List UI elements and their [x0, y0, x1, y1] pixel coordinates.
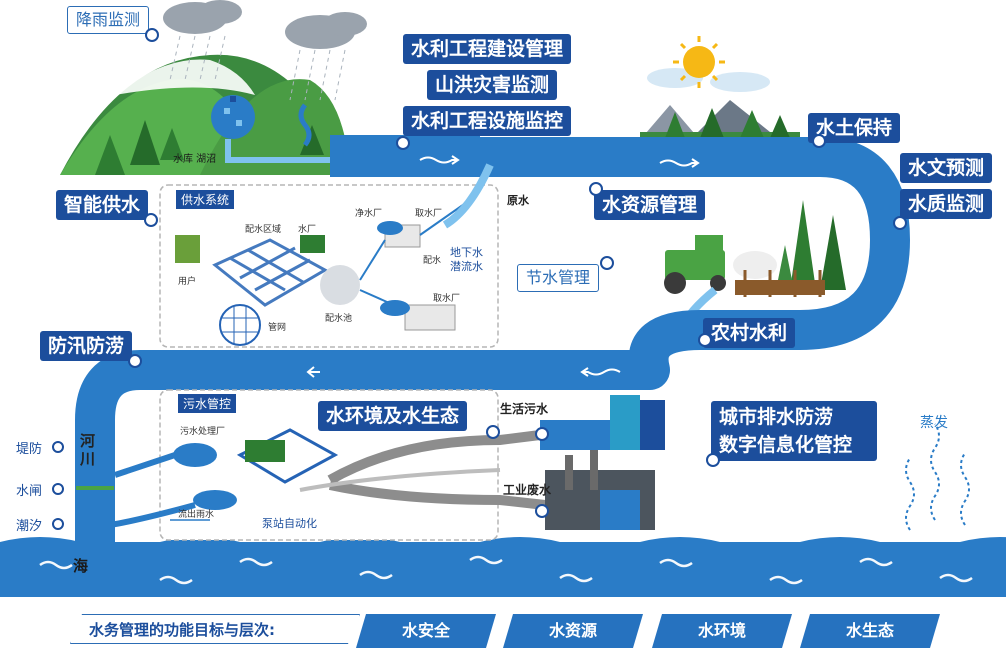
soil-dot: [812, 134, 826, 148]
smart-supply-dot: [144, 213, 158, 227]
intake-plant-1-label: 取水厂: [415, 209, 443, 219]
purify-plant-label: 净水厂: [355, 209, 383, 219]
evaporation-swirls: [905, 423, 970, 531]
underground-line2: 潜流水: [450, 260, 483, 273]
urban-dot: [706, 453, 720, 467]
domestic-sewage-label: 生活污水: [500, 402, 549, 416]
goal-tag-water-ecology: 水生态: [800, 614, 940, 648]
sluice-label: 水闸: [16, 484, 43, 499]
user-label: 用户: [178, 277, 197, 287]
flood-control-label: 防汛防涝: [40, 331, 133, 361]
industrial-waste-label: 工业废水: [503, 483, 552, 497]
sewage-control-title: 污水管控: [178, 394, 237, 413]
intake-plant-2-label: 取水厂: [433, 294, 461, 304]
supply-system-box: [159, 163, 499, 348]
industrial-dot: [535, 504, 549, 518]
domestic-dot: [535, 427, 549, 441]
raw-water-label: 原水: [507, 194, 529, 207]
sea-label: 海: [73, 557, 89, 575]
rain-clouds: [163, 0, 367, 101]
treatment-plant-label: 污水处理厂: [180, 427, 226, 437]
distribution-label: 配水: [423, 256, 442, 266]
flood-control-dot: [128, 354, 142, 368]
water-saving-dot: [600, 256, 614, 270]
pump-automation-label: 泵站自动化: [262, 517, 317, 530]
goal-tag-water-safety: 水安全: [356, 614, 496, 648]
distribution-area-label: 配水区域: [245, 225, 282, 235]
water-plant-label: 水厂: [298, 225, 317, 235]
urban-drainage-label: 城市排水防涝 数字信息化管控: [711, 401, 877, 461]
water-env-label: 水环境及水生态: [318, 401, 468, 431]
farm: [664, 200, 846, 332]
quality-dot: [893, 216, 907, 230]
dike-label: 堤防: [16, 442, 43, 457]
underground-label: 地下水 潜流水: [450, 246, 483, 274]
rainfall-dot: [145, 28, 159, 42]
bottom-title: 水务管理的功能目标与层次:: [70, 614, 360, 644]
urban-drainage-line1: 城市排水防涝: [719, 406, 834, 428]
water-saving-label: 节水管理: [517, 264, 600, 292]
tide-dot: [52, 518, 64, 530]
supply-system-title: 供水系统: [176, 190, 235, 209]
pipe-network-label: 管网: [268, 323, 287, 333]
river-label: 河川: [80, 432, 96, 468]
water-env-dot: [486, 425, 500, 439]
project-construction-label: 水利工程建设管理: [403, 34, 572, 64]
sluice-dot: [52, 483, 64, 495]
smart-supply-label: 智能供水: [56, 190, 149, 220]
water-resource-label: 水资源管理: [594, 190, 706, 220]
flood-monitoring-label: 山洪灾害监测: [427, 70, 558, 100]
hydro-forecast-label: 水文预测: [900, 153, 993, 183]
facility-dot: [396, 136, 410, 150]
rural-dot: [698, 333, 712, 347]
water-resource-dot: [589, 182, 603, 196]
goal-tag-water-environment: 水环境: [652, 614, 792, 648]
quality-monitoring-label: 水质监测: [900, 189, 993, 219]
evaporation-label: 蒸发: [920, 415, 948, 431]
distribution-pool-label: 配水池: [325, 314, 353, 324]
sun-and-forest: [640, 36, 800, 146]
dike-dot: [52, 441, 64, 453]
sea: [0, 537, 1006, 597]
tide-label: 潮汐: [16, 519, 43, 534]
rainfall-monitoring-label: 降雨监测: [67, 6, 150, 34]
reservoir-lake-label: 水库 湖沼: [173, 154, 217, 165]
underground-line1: 地下水: [450, 246, 483, 259]
facility-monitoring-label: 水利工程设施监控: [403, 106, 572, 136]
storm-water-label: 流出雨水: [178, 510, 215, 520]
mountains: [60, 54, 350, 176]
city-and-factory: [540, 395, 665, 530]
urban-drainage-line2: 数字信息化管控: [719, 434, 853, 456]
goal-tag-water-resources: 水资源: [503, 614, 643, 648]
rural-water-label: 农村水利: [703, 318, 796, 348]
